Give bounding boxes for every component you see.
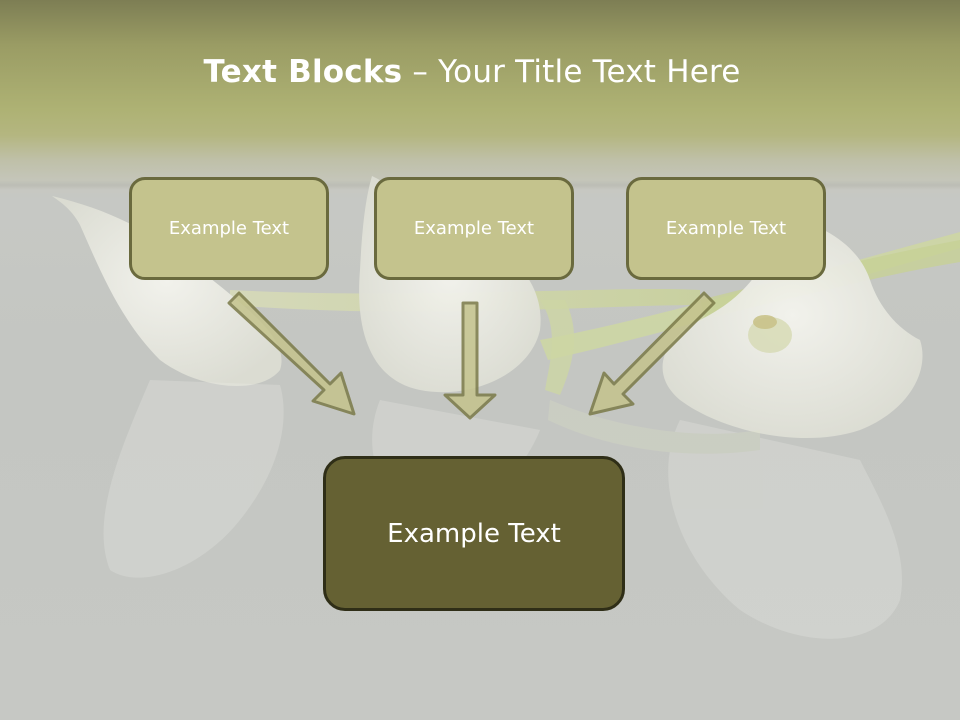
arrow-middle-icon: [443, 301, 497, 420]
header-band: [0, 0, 960, 200]
text-block-2-label: Example Text: [413, 218, 535, 239]
text-block-2[interactable]: Example Text: [374, 177, 574, 280]
title-bold-part: Text Blocks: [203, 54, 403, 90]
text-block-3[interactable]: Example Text: [626, 177, 826, 280]
center-text-block[interactable]: Example Text: [323, 456, 625, 611]
title-rest-part: Your Title Text Here: [438, 54, 741, 90]
title-separator: –: [412, 54, 429, 90]
text-block-1[interactable]: Example Text: [129, 177, 329, 280]
text-block-1-label: Example Text: [168, 218, 290, 239]
text-block-3-label: Example Text: [665, 218, 787, 239]
slide-title: Text Blocks – Your Title Text Here: [0, 54, 944, 90]
arrow-right-icon: [588, 291, 716, 416]
center-text-block-label: Example Text: [387, 518, 561, 549]
arrow-left-icon: [227, 291, 356, 416]
